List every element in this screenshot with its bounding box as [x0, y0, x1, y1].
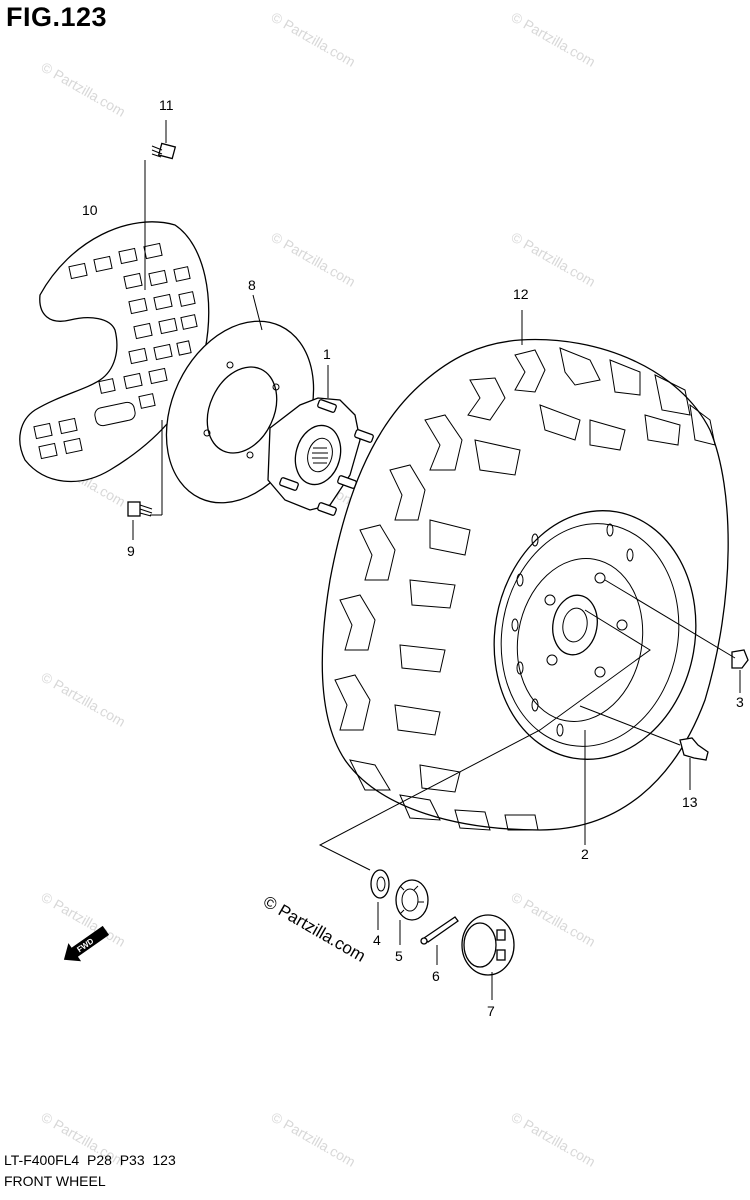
- part-3-wheel-nut: [604, 579, 749, 693]
- callout-1: 1: [323, 346, 331, 362]
- diagram-footer: LT-F400FL4 P28 P33 123 FRONT WHEEL: [4, 1150, 176, 1192]
- figure-title: FIG.123: [6, 2, 108, 32]
- watermark-text: © Partzilla.com: [509, 229, 599, 290]
- watermark-text: © Partzilla.com: [509, 1109, 599, 1170]
- part-11-bolt: [151, 120, 177, 160]
- watermark-text: © Partzilla.com: [269, 9, 359, 70]
- callout-3: 3: [736, 694, 744, 710]
- part-2-wheel-rim: [493, 510, 697, 845]
- part-6-cotter-pin: [420, 916, 459, 965]
- part-9-bolt: [127, 420, 163, 540]
- section-name: FRONT WHEEL: [4, 1173, 106, 1189]
- watermark-text: © Partzilla.com: [39, 59, 129, 120]
- callout-12: 12: [513, 286, 529, 302]
- part-5-castle-nut: [395, 879, 429, 945]
- callout-labels: 1 2 3 4 5 6 7 8 9 10 11 12 13: [82, 97, 744, 1019]
- part-7-hub-cap: [461, 914, 515, 1000]
- callout-9: 9: [127, 543, 135, 559]
- watermark-text: © Partzilla.com: [509, 9, 599, 70]
- callout-11: 11: [159, 97, 174, 113]
- callout-4: 4: [373, 932, 381, 948]
- part-10-disc-guard: [19, 221, 210, 483]
- callout-6: 6: [432, 968, 440, 984]
- callout-5: 5: [395, 948, 403, 964]
- part-4-washer: [370, 869, 390, 930]
- part-13-valve-stem: [579, 705, 709, 790]
- watermark-text: © Partzilla.com: [509, 889, 599, 950]
- callout-10: 10: [82, 202, 98, 218]
- leader-line: [318, 609, 651, 871]
- watermark-text: © Partzilla.com: [269, 1109, 359, 1170]
- watermark-text: © Partzilla.com: [269, 229, 359, 290]
- callout-7: 7: [487, 1003, 495, 1019]
- model-reference-line: LT-F400FL4 P28 P33 123: [4, 1152, 176, 1168]
- partzilla-watermark: © Partzilla.com: [260, 892, 369, 966]
- callout-8: 8: [248, 277, 256, 293]
- watermark-text: © Partzilla.com: [39, 669, 129, 730]
- part-1-wheel-hub: [267, 365, 374, 516]
- callout-13: 13: [682, 794, 698, 810]
- callout-2: 2: [581, 846, 589, 862]
